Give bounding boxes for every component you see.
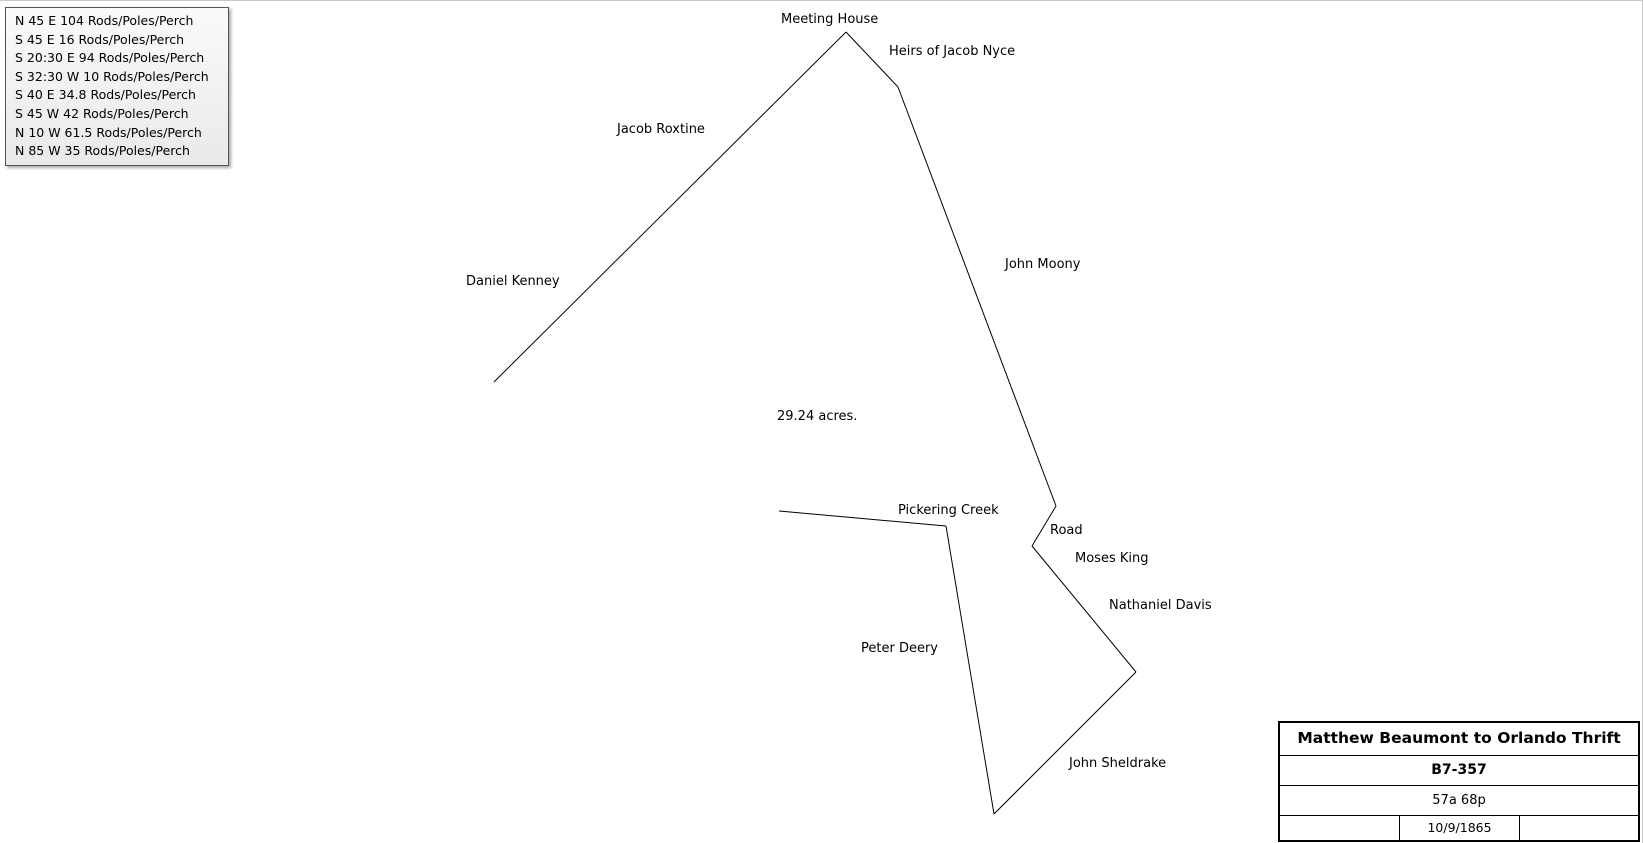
deed-date: 10/9/1865: [1400, 816, 1520, 840]
title-block-bottom-row: 10/9/1865: [1280, 816, 1638, 840]
boundary-line-n10w: [945, 525, 995, 815]
label-road: Road: [1050, 523, 1083, 538]
label-moses-king: Moses King: [1075, 551, 1149, 566]
call-line: S 45 W 42 Rods/Poles/Perch: [15, 105, 189, 121]
label-daniel-kenney: Daniel Kenney: [466, 274, 560, 289]
call-line: S 40 E 34.8 Rods/Poles/Perch: [15, 87, 196, 103]
boundary-line-s20-30e: [897, 86, 1057, 507]
boundary-line-s45w: [993, 671, 1137, 815]
title-block-cell-left: [1280, 816, 1400, 840]
label-heirs-jacob-nyce: Heirs of Jacob Nyce: [889, 44, 1016, 59]
call-line: S 32:30 W 10 Rods/Poles/Perch: [15, 68, 209, 84]
boundary-line-s45e: [845, 31, 899, 88]
boundary-line-s40e: [1031, 545, 1137, 673]
title-block: Matthew Beaumont to Orlando Thrift B7-35…: [1278, 721, 1640, 842]
label-peter-deery: Peter Deery: [861, 641, 938, 656]
title-block-cell-right: [1520, 816, 1638, 840]
calls-list: N 45 E 104 Rods/Poles/Perch S 45 E 16 Ro…: [5, 7, 229, 166]
call-line: N 45 E 104 Rods/Poles/Perch: [15, 13, 194, 28]
call-line: N 10 W 61.5 Rods/Poles/Perch: [15, 124, 202, 140]
area-label: 29.24 acres.: [777, 409, 858, 424]
label-pickering-creek: Pickering Creek: [898, 503, 999, 518]
label-jacob-roxtine: Jacob Roxtine: [617, 122, 705, 137]
label-meeting-house: Meeting House: [781, 12, 879, 27]
book-page: B7-357: [1280, 756, 1638, 786]
deed-area: 57a 68p: [1280, 786, 1638, 816]
label-john-sheldrake: John Sheldrake: [1069, 756, 1167, 771]
boundary-line-s32-30w: [1031, 505, 1057, 547]
call-line: N 85 W 35 Rods/Poles/Perch: [15, 143, 190, 159]
call-line: S 45 E 16 Rods/Poles/Perch: [15, 31, 185, 47]
deed-title: Matthew Beaumont to Orlando Thrift: [1280, 723, 1638, 756]
call-line: S 20:30 E 94 Rods/Poles/Perch: [15, 50, 205, 66]
boundary-line-n45e: [493, 31, 847, 383]
boundary-line-n85w: [778, 510, 947, 527]
label-nathaniel-davis: Nathaniel Davis: [1109, 598, 1212, 613]
label-john-moony: John Moony: [1005, 257, 1081, 272]
